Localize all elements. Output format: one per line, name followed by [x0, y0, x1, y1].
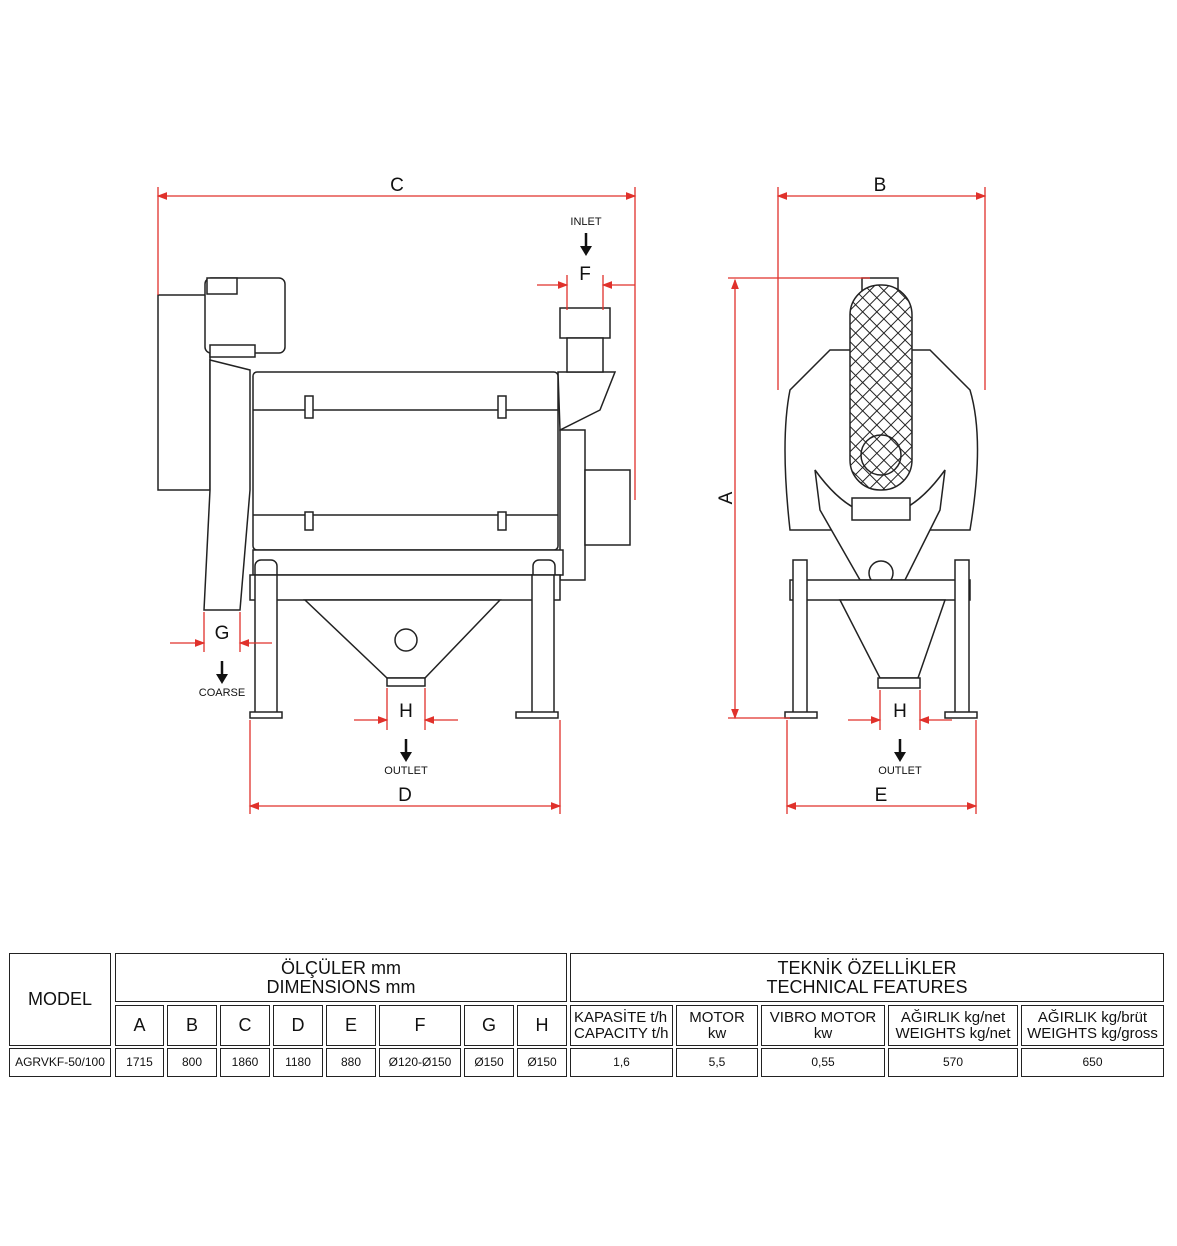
dim-label-b: B: [874, 175, 887, 196]
dim-label-e: E: [875, 785, 888, 806]
col-g: G: [464, 1005, 514, 1046]
header-line: DIMENSIONS mm: [266, 976, 416, 997]
col-label: kw: [813, 1024, 833, 1042]
machine-drawing: C B F G H H D E A INLET COARSE OUTLET OU…: [156, 175, 987, 814]
value-g: Ø150: [464, 1048, 514, 1077]
value-motor: 5,5: [676, 1048, 758, 1077]
col-label: VIBRO MOTOR: [769, 1008, 877, 1026]
leg: [531, 574, 555, 716]
col-d: D: [273, 1005, 323, 1046]
belt-guard: [849, 284, 913, 491]
col-label: MOTOR: [689, 1008, 745, 1026]
value-e: 880: [326, 1048, 376, 1077]
col-e: E: [326, 1005, 376, 1046]
col-label: AĞIRLIK kg/net: [900, 1008, 1006, 1026]
col-label: WEIGHTS kg/gross: [1027, 1024, 1158, 1042]
value-c: 1860: [220, 1048, 270, 1077]
outlet-label-side: OUTLET: [384, 765, 428, 777]
value-f: Ø120-Ø150: [379, 1048, 461, 1077]
dim-label-c: C: [390, 175, 404, 196]
value-capacity: 1,6: [570, 1048, 673, 1077]
dim-label-h-front: H: [893, 701, 907, 722]
dim-label-f: F: [579, 264, 591, 285]
value-h: Ø150: [517, 1048, 567, 1077]
value-b: 800: [167, 1048, 217, 1077]
dim-label-g: G: [215, 623, 230, 644]
col-f: F: [379, 1005, 461, 1046]
col-label: CAPACITY t/h: [574, 1024, 669, 1042]
dim-label-h-side: H: [399, 701, 413, 722]
sieve-body: [252, 371, 559, 551]
header-line: ÖLÇÜLER mm: [280, 957, 401, 978]
hopper: [838, 599, 947, 679]
col-label: KAPASİTE t/h: [574, 1008, 668, 1026]
value-weight-net: 570: [888, 1048, 1018, 1077]
value-a: 1715: [115, 1048, 164, 1077]
dim-label-a: A: [716, 491, 737, 504]
col-a: A: [115, 1005, 164, 1046]
model-value: AGRVKF-50/100: [9, 1048, 111, 1077]
model-header: MODEL: [9, 953, 111, 1046]
col-h: H: [517, 1005, 567, 1046]
front-view: [784, 277, 979, 719]
col-label: AĞIRLIK kg/brüt: [1037, 1008, 1148, 1026]
dimensions-header: ÖLÇÜLER mm DIMENSIONS mm: [115, 953, 567, 1002]
dimension-lines: [156, 187, 987, 814]
inlet-pipe: [559, 307, 611, 339]
side-view: [157, 277, 631, 719]
col-b: B: [167, 1005, 217, 1046]
outlet-label-front: OUTLET: [878, 765, 922, 777]
value-vibro-motor: 0,55: [761, 1048, 885, 1077]
leg: [792, 559, 808, 716]
header-line: TEKNİK ÖZELLİKLER: [777, 957, 957, 978]
header-line: TECHNICAL FEATURES: [766, 976, 968, 997]
fan-housing: [157, 294, 211, 491]
leg: [954, 559, 970, 716]
coarse-label: COARSE: [199, 687, 245, 699]
leg: [254, 574, 278, 716]
dim-label-d: D: [398, 785, 412, 806]
value-weight-gross: 650: [1021, 1048, 1164, 1077]
col-label: WEIGHTS kg/net: [895, 1024, 1011, 1042]
col-label: kw: [707, 1024, 727, 1042]
value-d: 1180: [273, 1048, 323, 1077]
coarse-chute: [203, 359, 251, 611]
inlet-label: INLET: [570, 216, 601, 228]
col-c: C: [220, 1005, 270, 1046]
technical-header: TEKNİK ÖZELLİKLER TECHNICAL FEATURES: [570, 953, 1164, 1002]
